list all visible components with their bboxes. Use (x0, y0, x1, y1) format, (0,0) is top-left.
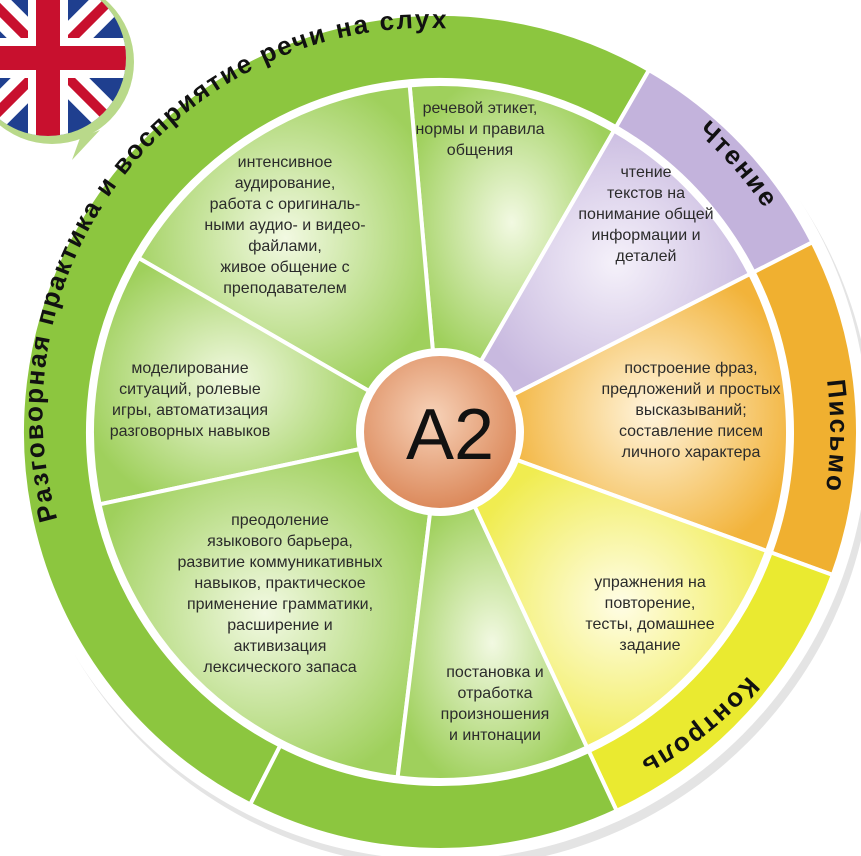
segment-pronunciation-text: постановка и отработка произношения и ин… (440, 664, 550, 744)
segment-listening-text: интенсивное аудирование, работа с оригин… (204, 154, 366, 297)
ring-sector-speaking (20, 12, 652, 808)
center-level-label: A2 (405, 395, 495, 475)
center-circle (364, 356, 516, 508)
uk-flag-icon (0, 0, 134, 160)
ring-label-writing: Письмо (820, 378, 855, 495)
ring-sector-speaking-bottom (247, 742, 620, 852)
segment-barrier-text: преодоление языкового барьера, развитие … (177, 512, 383, 676)
segment-modeling-text: моделирование ситуаций, ролевые игры, ав… (109, 360, 271, 440)
sector-barrier (97, 446, 433, 780)
segment-writing-text: построение фраз, предложений и простых в… (601, 360, 781, 461)
segment-reading-text: чтение текстов на понимание общей информ… (578, 164, 714, 265)
segment-control-text: упражнения на повторение, тесты, домашне… (585, 574, 715, 654)
segment-etiquette-text: речевой этикет, нормы и правила общения (415, 100, 545, 159)
